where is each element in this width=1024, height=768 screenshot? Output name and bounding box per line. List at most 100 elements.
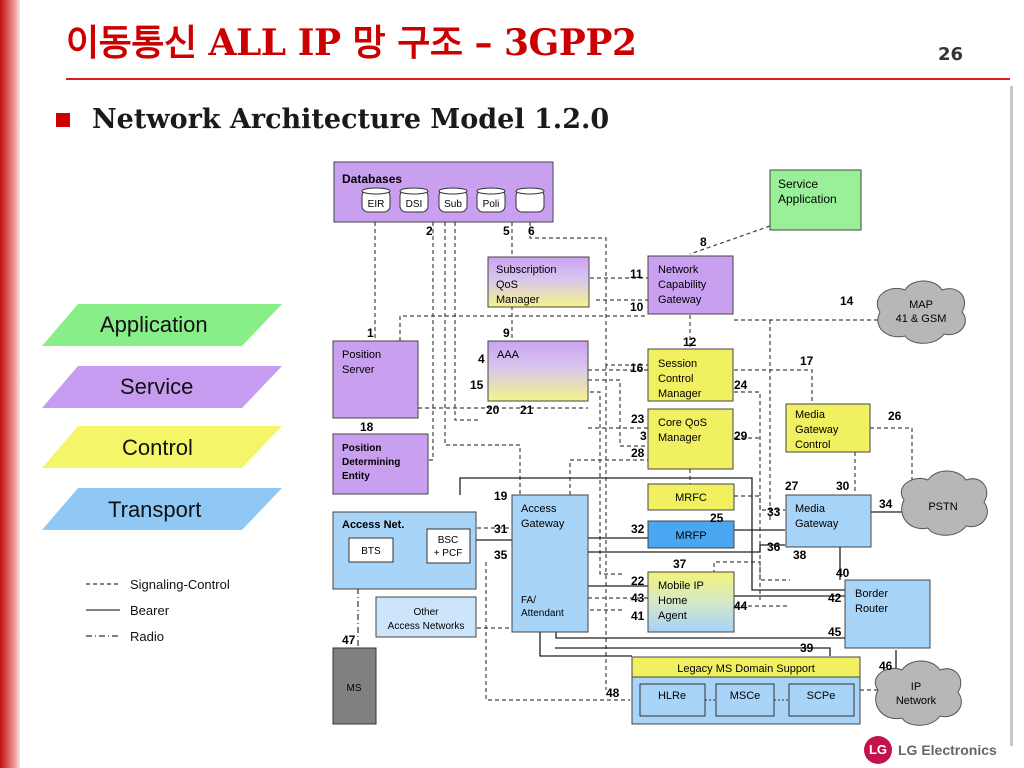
if-label: 39: [800, 641, 814, 655]
scpe-node: [788, 683, 855, 717]
svg-text:Gateway: Gateway: [795, 518, 839, 530]
svg-text:Position: Position: [342, 349, 381, 361]
svg-text:Router: Router: [855, 603, 888, 615]
svg-text:Position: Position: [342, 443, 381, 454]
svg-text:SCPe: SCPe: [807, 690, 836, 702]
if-label: 1: [367, 326, 374, 340]
svg-text:MRFC: MRFC: [675, 492, 707, 504]
if-label: 20: [486, 403, 500, 417]
svg-text:DSI: DSI: [406, 199, 423, 210]
if-label: 43: [631, 591, 645, 605]
svg-text:Access: Access: [521, 503, 557, 515]
svg-text:Poli: Poli: [483, 199, 500, 210]
layer-control-shape: [42, 426, 282, 468]
svg-text:Core QoS: Core QoS: [658, 417, 707, 429]
session-control-manager-node: Session Control Manager: [647, 348, 734, 402]
db-eir: EIR: [361, 187, 391, 213]
if-label: 33: [767, 505, 781, 519]
svg-text:Manager: Manager: [496, 294, 540, 306]
svg-text:Control: Control: [658, 373, 693, 385]
db-poli: Poli: [476, 187, 506, 213]
link-ha-aaa: [588, 391, 622, 575]
svg-text:Access Networks: Access Networks: [388, 621, 465, 632]
legend-radio-label: Radio: [130, 629, 164, 644]
slide-subtitle: Network Architecture Model 1.2.0: [92, 104, 610, 135]
svg-text:Media: Media: [795, 409, 826, 421]
bearer-legacy: [555, 647, 831, 656]
svg-text:Home: Home: [658, 595, 687, 607]
svg-text:41 & GSM: 41 & GSM: [896, 313, 947, 325]
if-label: 18: [360, 420, 374, 434]
if-label: 17: [800, 354, 814, 368]
if-label: 2: [426, 224, 433, 238]
if-label: 46: [879, 659, 893, 673]
core-qos-manager-node: Core QoS Manager: [647, 408, 734, 470]
if-label: 40: [836, 566, 850, 580]
layer-transport-label: Transport: [108, 497, 202, 522]
svg-text:Network: Network: [658, 264, 699, 276]
if-label: 12: [683, 335, 697, 349]
media-gateway-node: Media Gateway: [785, 494, 872, 548]
svg-text:Server: Server: [342, 364, 375, 376]
svg-text:FA/: FA/: [521, 595, 536, 606]
svg-text:Determining: Determining: [342, 457, 400, 468]
link-scm-bc: [734, 391, 761, 600]
svg-text:Subscription: Subscription: [496, 264, 557, 276]
svg-text:QoS: QoS: [496, 279, 518, 291]
link-ha-mrfp: [713, 561, 790, 581]
pstn-cloud: PSTN: [901, 470, 988, 536]
svg-text:Session: Session: [658, 358, 697, 370]
db-dsi: DSI: [399, 187, 429, 213]
link-agw-cqm: [569, 459, 648, 495]
svg-text:Control: Control: [795, 439, 830, 451]
databases-title: Databases: [342, 172, 402, 186]
svg-text:Manager: Manager: [658, 388, 702, 400]
msce-node: [715, 683, 775, 717]
svg-text:MSCe: MSCe: [730, 690, 761, 702]
if-label: 45: [828, 625, 842, 639]
svg-text:Border: Border: [855, 588, 888, 600]
position-server-node: Position Server: [332, 340, 419, 419]
if-label: 37: [673, 557, 687, 571]
link-1: [399, 315, 648, 341]
access-net-node: Access Net. BTS BSC + PCF: [332, 511, 477, 590]
svg-text:MRFP: MRFP: [675, 530, 706, 542]
link-db-pde: [428, 222, 434, 461]
ms-node: MS: [332, 647, 377, 725]
if-label: 38: [793, 548, 807, 562]
if-label: 16: [630, 361, 644, 375]
subscription-qos-manager-node: Subscription QoS Manager: [487, 256, 590, 308]
svg-text:Legacy MS Domain Support: Legacy MS Domain Support: [677, 663, 815, 675]
layer-application-shape: [42, 304, 282, 346]
mobile-ip-home-agent-node: Mobile IP Home Agent: [647, 571, 735, 633]
left-accent-bar: [0, 0, 20, 768]
svg-text:Entity: Entity: [342, 471, 370, 482]
svg-text:HLRe: HLRe: [658, 690, 686, 702]
db-sub: Sub: [438, 187, 468, 213]
ip-network-cloud: IP Network: [875, 660, 962, 726]
link-scm-mgc: [734, 369, 813, 408]
if-label: 21: [520, 403, 534, 417]
legend-bearer-label: Bearer: [130, 603, 170, 618]
mrfp-node: MRFP: [647, 520, 735, 549]
layer-service-label: Service: [120, 374, 194, 399]
svg-text:Mobile IP: Mobile IP: [658, 580, 704, 592]
legend-signaling-label: Signaling-Control: [130, 577, 230, 592]
page-number: 26: [938, 44, 964, 65]
bearer-agw-mg: [588, 544, 785, 553]
title-underline: [66, 78, 1010, 80]
mrfc-node: MRFC: [647, 483, 735, 511]
layer-service-shape: [42, 366, 282, 408]
svg-text:IP: IP: [911, 681, 921, 693]
layer-transport-shape: [42, 488, 282, 530]
if-label: 27: [785, 479, 799, 493]
svg-text:Attendant: Attendant: [521, 608, 564, 619]
svg-text:Manager: Manager: [658, 432, 702, 444]
if-label: 32: [631, 522, 645, 536]
link-aaa-cqm-2: [588, 379, 648, 447]
svg-text:Access Net.: Access Net.: [342, 519, 404, 531]
if-label: 47: [342, 633, 356, 647]
signaling-lines: [374, 222, 913, 701]
link-mrfc-mg: [734, 495, 785, 511]
